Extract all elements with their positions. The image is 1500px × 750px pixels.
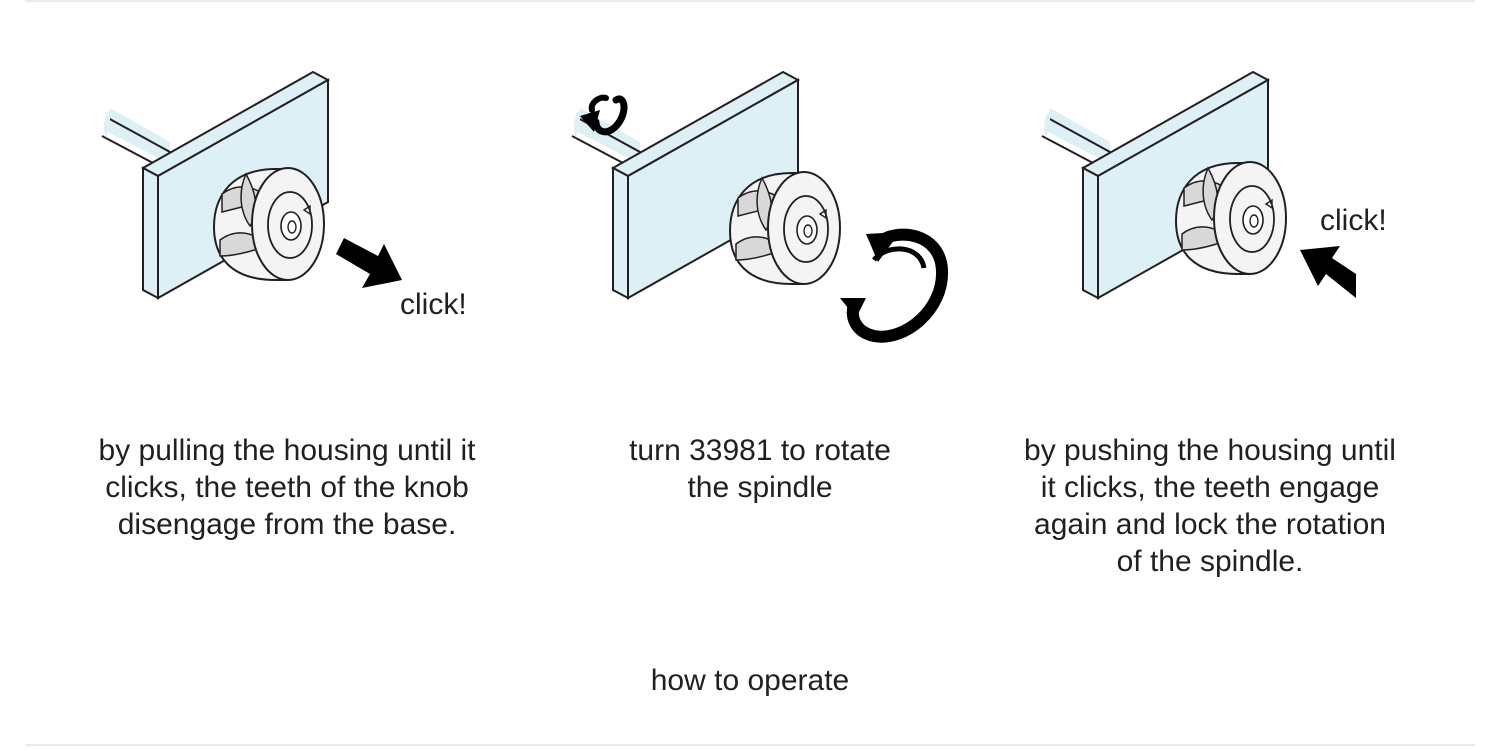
bottom-divider — [25, 744, 1475, 746]
step-1-click-label: click! — [400, 288, 467, 321]
caption-line: it clicks, the teeth engage — [1040, 471, 1380, 504]
step-3-click-label: click! — [1320, 204, 1387, 237]
caption-line: disengage from the base. — [117, 508, 457, 541]
top-divider — [25, 0, 1475, 2]
caption-line: by pushing the housing until — [1024, 434, 1396, 467]
step-3-caption: by pushing the housing until it clicks, … — [990, 432, 1430, 580]
caption-line: again and lock the rotation — [1034, 508, 1386, 541]
caption-line: the spindle — [687, 471, 833, 504]
step-2-illustration — [560, 60, 960, 360]
step-2-caption: turn 33981 to rotate the spindle — [540, 432, 980, 506]
small-rotate-arrow-icon — [580, 94, 628, 136]
knob-housing — [1175, 161, 1287, 275]
pull-arrow-icon — [336, 238, 402, 288]
step-3-illustration: click! — [1030, 60, 1430, 360]
step-1-caption: by pulling the housing until it clicks, … — [67, 432, 507, 543]
push-arrow-icon — [1300, 246, 1356, 298]
knob-housing — [729, 171, 841, 285]
step-1-illustration: click! — [90, 60, 490, 360]
caption-line: turn 33981 to rotate — [629, 434, 891, 467]
knob-housing — [213, 167, 325, 281]
rotate-arrow-icon — [840, 228, 949, 343]
figure-title: how to operate — [650, 664, 850, 697]
caption-line: of the spindle. — [1116, 545, 1304, 578]
caption-line: by pulling the housing until it — [98, 434, 476, 467]
caption-line: clicks, the teeth of the knob — [105, 471, 469, 504]
